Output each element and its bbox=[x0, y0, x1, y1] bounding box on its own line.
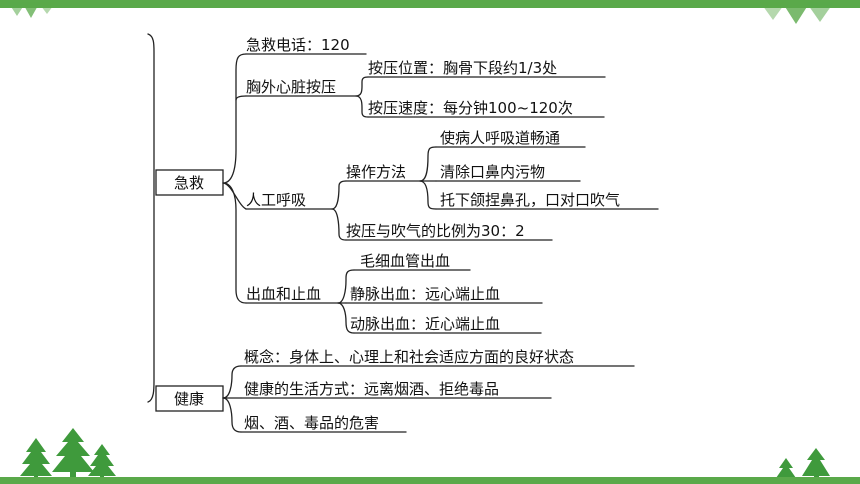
clear-airway-node: 使病人呼吸道畅通 bbox=[440, 129, 560, 147]
bottom-decorative-band bbox=[0, 477, 860, 484]
top-left-chevron-icon bbox=[8, 2, 56, 18]
compression-breath-ratio-node: 按压与吹气的比例为30：2 bbox=[346, 222, 525, 240]
artificial-respiration-node: 人工呼吸 bbox=[246, 191, 306, 209]
harm-of-tobacco-node: 烟、酒、毒品的危害 bbox=[244, 414, 379, 432]
capillary-bleeding-node: 毛细血管出血 bbox=[360, 252, 450, 270]
emergency-phone-node: 急救电话：120 bbox=[246, 36, 350, 54]
health-concept-node: 概念：身体上、心理上和社会适应方面的良好状态 bbox=[244, 348, 574, 366]
compression-position-node: 按压位置：胸骨下段约1/3处 bbox=[368, 59, 557, 77]
bleeding-node: 出血和止血 bbox=[246, 285, 321, 303]
mouth-to-mouth-node: 托下颌捏鼻孔，口对口吹气 bbox=[440, 191, 620, 209]
operation-method-node: 操作方法 bbox=[346, 163, 406, 181]
clear-debris-node: 清除口鼻内污物 bbox=[440, 163, 545, 181]
root-first-aid-label: 急救 bbox=[174, 174, 204, 192]
chest-compression-node: 胸外心脏按压 bbox=[246, 78, 336, 96]
arterial-bleeding-node: 动脉出血：近心端止血 bbox=[350, 315, 500, 333]
top-right-chevron-icon bbox=[760, 2, 834, 24]
compression-speed-node: 按压速度：每分钟100~120次 bbox=[368, 99, 573, 117]
healthy-lifestyle-node: 健康的生活方式：远离烟酒、拒绝毒品 bbox=[244, 380, 499, 398]
venous-bleeding-node: 静脉出血：远心端止血 bbox=[350, 285, 500, 303]
root-health-label: 健康 bbox=[174, 390, 204, 408]
top-decorative-band bbox=[0, 0, 860, 8]
